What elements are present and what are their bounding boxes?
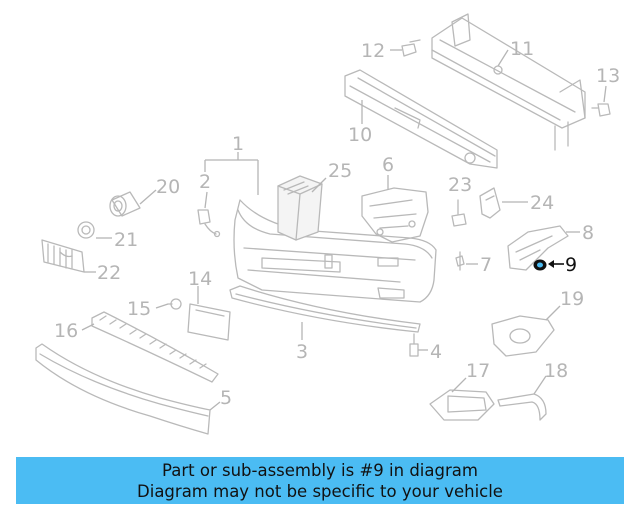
parts-diagram: 11 12 13 10 1 2: [35, 13, 620, 435]
callout-3: 3: [296, 341, 308, 363]
part-18-trim-strip: [497, 393, 547, 421]
part-23-fastener: [451, 199, 467, 227]
callout-19: 19: [560, 288, 584, 310]
part-1-bumper-cover: [233, 199, 437, 303]
part-4-bolt: [409, 333, 419, 357]
callout-23: 23: [448, 174, 472, 196]
callout-20: 20: [156, 176, 180, 198]
callout-4: 4: [430, 341, 442, 363]
part-3-spoiler: [229, 285, 421, 333]
callout-1: 1: [232, 133, 244, 155]
callout-5: 5: [220, 387, 232, 409]
callout-24: 24: [530, 192, 554, 214]
callout-8: 8: [582, 222, 594, 244]
part-15-screw: [167, 298, 182, 310]
callout-2: 2: [199, 171, 211, 193]
banner-line-2: Diagram may not be specific to your vehi…: [137, 481, 503, 501]
part-5-lower-valance: [35, 343, 211, 435]
callout-13: 13: [596, 65, 620, 87]
part-21-sensor-ring: [77, 221, 95, 239]
callout-7: 7: [480, 254, 492, 276]
part-20-sensor: [109, 191, 141, 217]
part-16-lower-grille: [91, 311, 219, 383]
callout-6: 6: [382, 154, 394, 176]
callout-25: 25: [328, 160, 352, 182]
callout-15: 15: [127, 298, 151, 320]
callout-9: 9: [565, 254, 577, 276]
callout-16: 16: [54, 320, 78, 342]
callout-12: 12: [361, 40, 385, 62]
part-6-bracket: [361, 187, 429, 243]
part-24-bracket: [479, 187, 501, 219]
part-17-fog-trim: [429, 389, 495, 421]
part-25-module: [277, 175, 323, 241]
callout-17: 17: [466, 360, 490, 382]
part-13-clip: [591, 103, 611, 117]
part-22-grille: [41, 239, 85, 273]
part-10-lower-reinforcement: [344, 69, 498, 169]
banner-line-1: Part or sub-assembly is #9 in diagram: [162, 460, 478, 480]
callout-11: 11: [510, 38, 534, 60]
callout-22: 22: [97, 262, 121, 284]
info-banner: Part or sub-assembly is #9 in diagram Di…: [16, 457, 624, 504]
part-12-bolt: [401, 39, 421, 57]
callout-10: 10: [348, 124, 372, 146]
part-8-side-bracket: [507, 225, 569, 271]
part-2-connector: [197, 209, 221, 238]
callout-21: 21: [114, 229, 138, 251]
part-11-upper-reinforcement: [431, 13, 586, 151]
callout-14: 14: [188, 268, 212, 290]
part-9-clip-highlighted: [533, 259, 547, 271]
part-7-screw: [455, 251, 465, 271]
part-19-fog-bracket: [491, 315, 555, 357]
part-14-plate-bracket: [187, 303, 231, 341]
callout-18: 18: [544, 360, 568, 382]
